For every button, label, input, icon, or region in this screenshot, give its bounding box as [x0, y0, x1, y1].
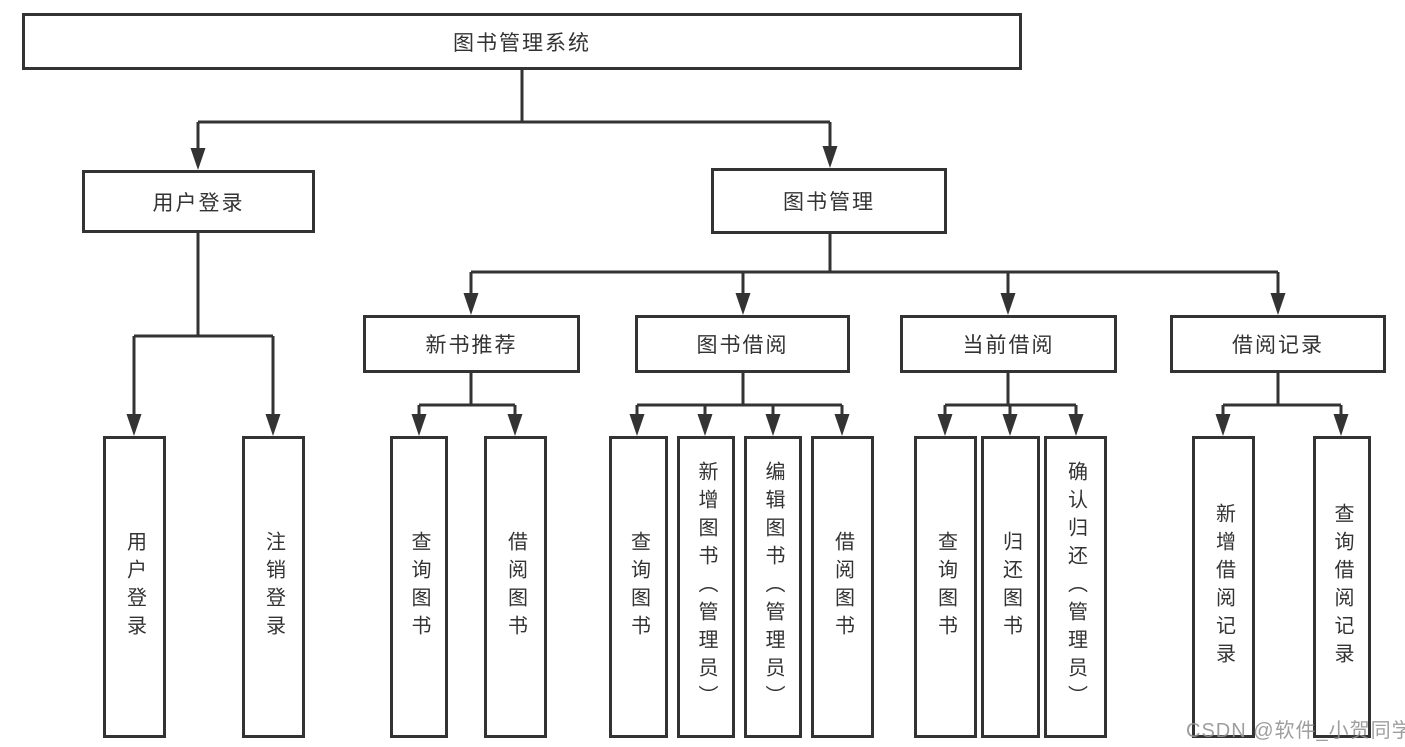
leaf-edit-books-admin: 编辑图书（管理员） — [744, 436, 802, 738]
leaf-edit-books-admin-label: 编辑图书（管理员） — [762, 461, 784, 713]
leaf-return-books-label: 归还图书 — [999, 531, 1022, 643]
connector-borrowing-records-children — [1221, 373, 1343, 420]
leaf-add-books-admin: 新增图书（管理员） — [677, 436, 735, 738]
leaf-logout-label: 注销登录 — [262, 531, 285, 643]
leaf-add-books-admin-label: 新增图书（管理员） — [695, 461, 717, 713]
leaf-query-books-current: 查询图书 — [914, 436, 977, 738]
node-current-borrowing: 当前借阅 — [900, 315, 1117, 373]
connector-current-borrowing-children — [943, 373, 1078, 420]
leaf-query-borrow-record: 查询借阅记录 — [1313, 436, 1371, 738]
leaf-user-login: 用户登录 — [103, 436, 166, 738]
leaf-user-login-label: 用户登录 — [123, 531, 146, 643]
leaf-query-borrow-record-label: 查询借阅记录 — [1331, 503, 1353, 671]
node-root: 图书管理系统 — [22, 13, 1022, 70]
leaf-confirm-return-admin-label: 确认归还（管理员） — [1064, 461, 1087, 713]
leaf-borrow-books-borrowing: 借阅图书 — [811, 436, 874, 738]
node-user-login: 用户登录 — [82, 170, 315, 233]
node-root-label: 图书管理系统 — [453, 31, 591, 55]
leaf-logout: 注销登录 — [242, 436, 305, 738]
leaf-query-books-recommend-label: 查询图书 — [408, 531, 430, 643]
leaf-borrow-books-recommend: 借阅图书 — [484, 436, 547, 738]
leaf-borrow-books-recommend-label: 借阅图书 — [504, 531, 527, 643]
connector-new-book-children — [417, 373, 517, 420]
connector-book-management-children — [469, 234, 1280, 299]
leaf-query-books-current-label: 查询图书 — [934, 531, 957, 643]
node-new-book-recommendation-label: 新书推荐 — [425, 334, 518, 357]
leaf-borrow-books-borrowing-label: 借阅图书 — [831, 531, 854, 643]
node-book-borrowing-label: 图书借阅 — [696, 334, 789, 357]
leaf-add-borrow-record: 新增借阅记录 — [1192, 436, 1255, 738]
node-new-book-recommendation: 新书推荐 — [363, 315, 580, 373]
leaf-query-books-recommend: 查询图书 — [390, 436, 448, 738]
node-book-management: 图书管理 — [711, 168, 947, 234]
node-current-borrowing-label: 当前借阅 — [962, 334, 1055, 357]
connector-root-to-level2 — [196, 70, 832, 152]
connector-user-login-children — [132, 233, 275, 420]
leaf-query-books-borrowing-label: 查询图书 — [627, 531, 650, 643]
leaf-add-borrow-record-label: 新增借阅记录 — [1212, 503, 1235, 671]
leaf-confirm-return-admin: 确认归还（管理员） — [1044, 436, 1107, 738]
node-borrowing-records-label: 借阅记录 — [1232, 334, 1324, 357]
leaf-query-books-borrowing: 查询图书 — [609, 436, 668, 738]
node-book-management-label: 图书管理 — [783, 191, 875, 214]
node-borrowing-records: 借阅记录 — [1170, 315, 1386, 373]
node-user-login-label: 用户登录 — [152, 191, 245, 215]
connector-book-borrowing-children — [635, 373, 844, 420]
node-book-borrowing: 图书借阅 — [635, 315, 850, 373]
leaf-return-books: 归还图书 — [981, 436, 1040, 738]
watermark-text: CSDN @软件_小贺同学 — [1186, 720, 1405, 742]
